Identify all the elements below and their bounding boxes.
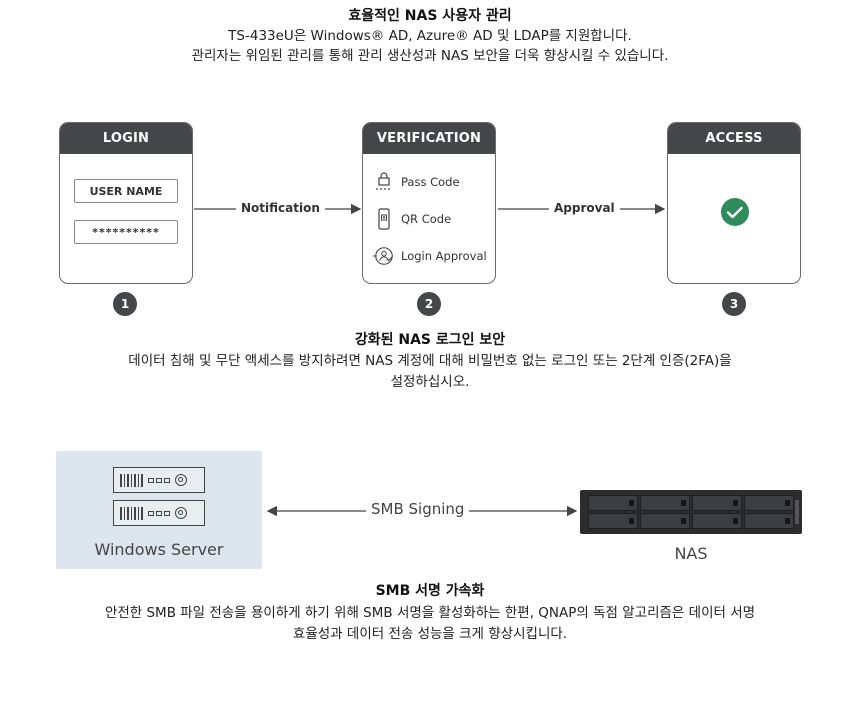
smb-acceleration-line2: 효율성과 데이터 전송 성능을 크게 향상시킵니다.: [292, 626, 568, 642]
verification-item-qrcode: QR Code: [373, 208, 451, 230]
login-card: LOGIN USER NAME **********: [59, 122, 193, 284]
nas-label: NAS: [674, 544, 708, 563]
check-circle-icon: [720, 197, 750, 231]
smb-acceleration-line1: 안전한 SMB 파일 전송을 용이하게 하기 위해 SMB 서명을 활성화하는 …: [104, 605, 756, 621]
server-port-icon: [147, 477, 170, 483]
verification-item-loginapproval: Login Approval: [373, 245, 487, 267]
server-port-icon: [147, 510, 170, 516]
username-field: USER NAME: [74, 179, 178, 203]
step-2-badge: 2: [417, 292, 441, 316]
lock-icon: [373, 171, 395, 193]
server-rack-unit-bottom: [113, 500, 205, 526]
verification-item-passcode: Pass Code: [373, 171, 460, 193]
user-management-title: 효율적인 NAS 사용자 관리: [348, 8, 512, 24]
server-vent-icon: [120, 473, 143, 487]
verification-header: VERIFICATION: [363, 123, 495, 154]
nas-device-image: [580, 490, 802, 534]
smb-acceleration-title: SMB 서명 가속화: [375, 583, 485, 599]
user-approval-icon: [373, 245, 395, 267]
password-field: **********: [74, 220, 178, 244]
login-security-line1: 데이터 침해 및 무단 액세스를 방지하려면 NAS 계정에 대해 비밀번호 없…: [128, 353, 732, 369]
server-vent-icon: [120, 506, 143, 520]
step-1-badge: 1: [113, 292, 137, 316]
login-header: LOGIN: [60, 123, 192, 154]
passcode-label: Pass Code: [401, 175, 460, 189]
user-management-line1: TS-433eU은 Windows® AD, Azure® AD 및 LDAP를…: [228, 28, 632, 44]
windows-server-label: Windows Server: [94, 540, 224, 559]
access-header: ACCESS: [668, 123, 800, 154]
qr-phone-icon: [373, 208, 395, 230]
smb-signing-label: SMB Signing: [366, 500, 470, 518]
user-management-line2: 관리자는 위임된 관리를 통해 관리 생산성과 NAS 보안을 더욱 향상시킬 …: [191, 48, 669, 64]
loginapproval-label: Login Approval: [401, 249, 487, 263]
verification-card: VERIFICATION Pass Code QR Code: [362, 122, 496, 284]
server-power-icon: [174, 474, 187, 486]
login-security-title: 강화된 NAS 로그인 보안: [354, 332, 506, 348]
windows-server-panel: Windows Server: [56, 451, 262, 569]
login-security-line2: 설정하십시오.: [390, 374, 470, 390]
qrcode-label: QR Code: [401, 212, 452, 226]
server-rack-unit-top: [113, 467, 205, 493]
notification-label: Notification: [236, 201, 325, 215]
step-3-badge: 3: [722, 292, 746, 316]
approval-label: Approval: [549, 201, 620, 215]
server-power-icon: [174, 507, 187, 519]
access-card: ACCESS: [667, 122, 801, 284]
